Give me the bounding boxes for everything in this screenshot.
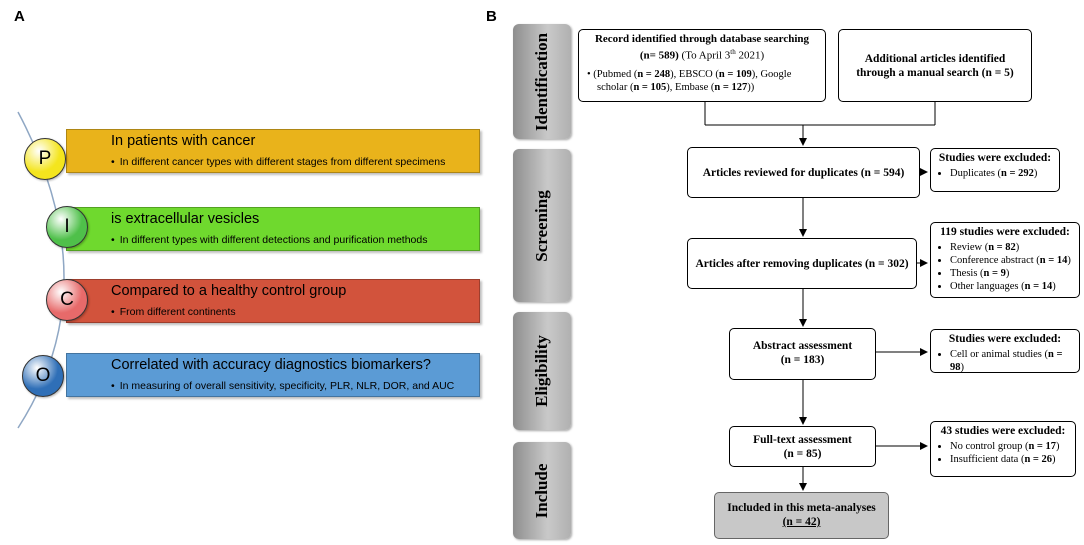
database-sources: • (Pubmed (n = 248), EBSCO (n = 109), Go… [587,68,792,93]
pico-circle-p: P [24,138,66,180]
stage-eligibility: Eligibility [513,312,571,430]
box-duplicates-review: Articles reviewed for duplicates (n = 59… [687,147,920,198]
box-manual-search: Additional articles identified through a… [838,29,1032,102]
abstract-assessment-count: (n = 183) [780,354,825,366]
excluded-cell-title: Studies were excluded: [948,333,1062,345]
box-excluded-43: 43 studies were excluded: No control gro… [930,421,1076,477]
pico-detail-population: In different cancer types with different… [111,156,446,168]
pico-heading-comparison: Compared to a healthy control group [111,283,347,299]
included-count: (n = 42) [782,516,821,528]
excluded-119-title: 119 studies were excluded: [940,226,1070,238]
excluded-119-item: Review (n = 82) [950,241,1073,254]
manual-search-text: Additional articles identified through a… [856,52,1014,79]
included-title: Included in this meta-analyses [727,502,876,514]
box-fulltext-assessment: Full-text assessment (n = 85) [729,426,876,467]
excluded-43-item: Insufficient data (n = 26) [950,453,1069,466]
stage-screening: Screening [513,149,571,302]
excluded-duplicates-item: Duplicates (n = 292) [950,167,1053,180]
panel-b-label: B [486,8,497,25]
box-after-removal: Articles after removing duplicates (n = … [687,238,917,289]
box-excluded-duplicates: Studies were excluded: Duplicates (n = 2… [930,148,1060,192]
fulltext-assessment-title: Full-text assessment [753,434,852,446]
excluded-43-title: 43 studies were excluded: [940,425,1066,437]
pico-detail-intervention: In different types with different detect… [111,234,428,246]
pico-bar-comparison: Compared to a healthy control group From… [66,279,480,323]
excluded-43-item: No control group (n = 17) [950,440,1069,453]
pico-bar-population: In patients with cancer In different can… [66,129,480,173]
pico-detail-comparison: From different continents [111,306,236,318]
pico-circle-c: C [46,279,88,321]
box-excluded-cell: Studies were excluded: Cell or animal st… [930,329,1080,373]
box-abstract-assessment: Abstract assessment (n = 183) [729,328,876,380]
database-search-count: (n= 589) (To April 3th 2021) [639,48,765,62]
pico-detail-outcome: In measuring of overall sensitivity, spe… [111,380,455,392]
pico-circle-o: O [22,355,64,397]
excluded-duplicates-title: Studies were excluded: [938,152,1052,164]
pico-heading-outcome: Correlated with accuracy diagnostics bio… [111,357,431,373]
pico-heading-intervention: is extracellular vesicles [111,211,260,227]
panel-a-label: A [14,8,25,25]
duplicates-review-text: Articles reviewed for duplicates (n = 59… [702,166,905,179]
database-search-title: Record identified through database searc… [594,33,810,45]
excluded-119-item: Conference abstract (n = 14) [950,254,1073,267]
fulltext-assessment-count: (n = 85) [783,448,822,460]
pico-heading-population: In patients with cancer [111,133,256,149]
box-excluded-119: 119 studies were excluded: Review (n = 8… [930,222,1080,298]
pico-bar-intervention: is extracellular vesicles In different t… [66,207,480,251]
box-database-search: Record identified through database searc… [578,29,826,102]
excluded-119-item: Thesis (n = 9) [950,267,1073,280]
excluded-cell-item: Cell or animal studies (n = 98) [950,348,1073,374]
stage-identification: Identification [513,24,571,139]
box-included: Included in this meta-analyses (n = 42) [714,492,889,539]
excluded-119-item: Other languages (n = 14) [950,280,1073,293]
stage-include: Include [513,442,571,539]
pico-circle-i: I [46,206,88,248]
after-removal-text: Articles after removing duplicates (n = … [695,257,909,270]
pico-bar-outcome: Correlated with accuracy diagnostics bio… [66,353,480,397]
abstract-assessment-title: Abstract assessment [752,340,853,352]
